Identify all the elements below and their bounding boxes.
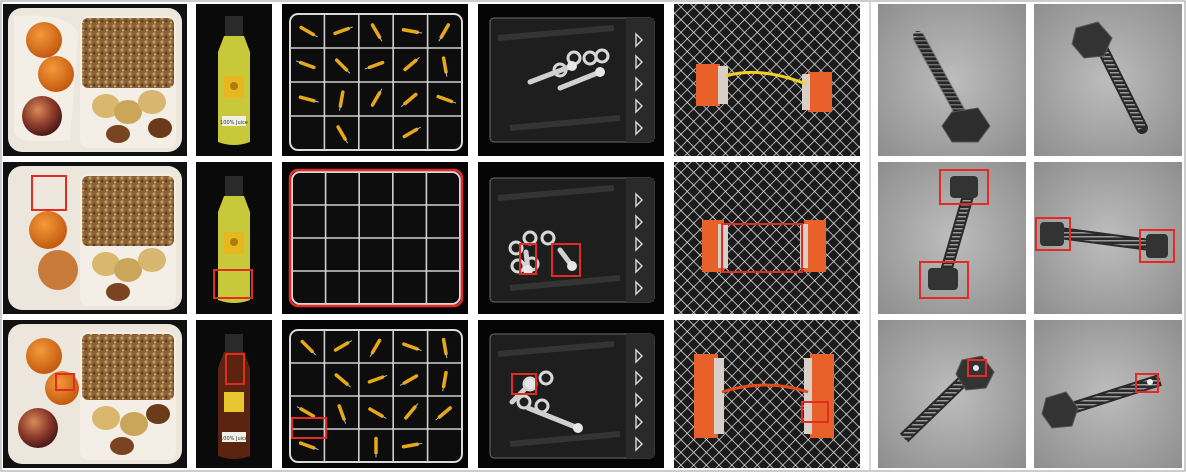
anomaly-box	[967, 359, 987, 377]
pushpin	[438, 23, 451, 42]
screw-bag-structural	[489, 333, 655, 459]
nut	[516, 394, 532, 410]
pushpin	[404, 403, 419, 420]
screw-structural-a	[899, 355, 995, 443]
anomaly-box	[519, 243, 537, 275]
pushpin-box-logical	[291, 171, 461, 305]
juice-bottle-logical	[213, 176, 253, 303]
nut	[510, 258, 526, 274]
splicing-connectors-column	[674, 4, 860, 468]
pushpin	[333, 26, 353, 36]
pushpin-box-structural	[289, 329, 463, 463]
bottle-label-text: 100% Juice	[220, 436, 248, 442]
screw-normal-b	[1071, 21, 1148, 134]
anomaly-box	[721, 223, 803, 273]
screw-bag-column	[478, 4, 664, 468]
screw-bag-logical	[489, 177, 655, 303]
bolt	[527, 61, 577, 85]
pushpin	[436, 94, 457, 104]
pushpin	[401, 28, 423, 34]
pushpin	[441, 56, 448, 77]
screw-structural-b	[1041, 373, 1162, 429]
screw-logical-b	[1035, 217, 1175, 263]
anomaly-box	[55, 373, 75, 391]
anomaly-box	[939, 169, 989, 205]
pushpin	[367, 374, 388, 384]
bolt	[525, 405, 583, 433]
screw-logical-a	[919, 169, 989, 299]
pushpin	[364, 60, 385, 70]
pushpin	[334, 58, 351, 74]
anomaly-box	[551, 243, 581, 277]
pushpin	[399, 374, 419, 386]
nut	[508, 240, 524, 256]
anomaly-box	[31, 175, 67, 211]
pushpin	[435, 406, 452, 421]
anomaly-box	[1139, 229, 1175, 263]
pushpin	[338, 90, 345, 111]
breakfast-box-column	[3, 4, 187, 468]
connectors-structural	[694, 354, 834, 438]
pushpins-column	[282, 4, 468, 468]
connectors-logical	[702, 220, 826, 273]
pushpin	[336, 125, 348, 144]
nut	[594, 48, 610, 64]
anomaly-box	[288, 168, 464, 308]
anomaly-box	[801, 401, 829, 423]
connectors-normal	[696, 64, 832, 112]
bottle-label-text: 100% Juice	[220, 120, 248, 126]
pushpin	[298, 441, 319, 451]
pushpin	[403, 56, 420, 72]
pushpin	[400, 92, 418, 108]
anomaly-box	[213, 269, 253, 299]
pushpin	[295, 60, 316, 70]
screw-bag-normal	[489, 17, 655, 143]
bolt	[523, 249, 533, 275]
breakfast-box-structural	[8, 324, 182, 464]
anomaly-box	[1135, 373, 1159, 393]
screw-columns	[878, 4, 1182, 468]
pushpin	[369, 338, 382, 358]
pushpin	[370, 88, 383, 107]
breakfast-box-logical	[8, 166, 182, 310]
pushpin	[296, 406, 316, 418]
pushpin	[300, 339, 316, 356]
anomaly-box	[919, 261, 969, 299]
pushpin	[368, 407, 387, 419]
anomaly-box	[291, 417, 327, 439]
pushpin	[334, 373, 352, 388]
juice-bottle-normal: 100% Juice	[218, 16, 250, 145]
anomaly-box	[1035, 217, 1071, 251]
nut	[538, 370, 554, 386]
juice-bottle-structural: 100% Juice	[218, 334, 250, 459]
bolt	[557, 67, 605, 91]
pushpin	[298, 95, 319, 103]
anomaly-box	[225, 353, 245, 385]
pushpin	[333, 340, 353, 352]
juice-bottle-column: 100% Juice 100% Juice	[196, 4, 272, 468]
pushpin	[441, 337, 448, 359]
screw-normal-a	[912, 31, 991, 143]
pushpin	[402, 126, 421, 139]
pushpin	[337, 404, 347, 424]
pushpin	[370, 23, 383, 42]
pushpin	[402, 342, 422, 352]
pushpin	[401, 442, 423, 449]
pushpin-box-normal	[289, 13, 463, 151]
bolt	[557, 247, 577, 271]
breakfast-box-normal	[8, 8, 182, 152]
nut	[540, 230, 556, 246]
pushpin	[299, 25, 318, 38]
pushpin	[441, 370, 448, 392]
anomaly-box	[511, 373, 537, 395]
